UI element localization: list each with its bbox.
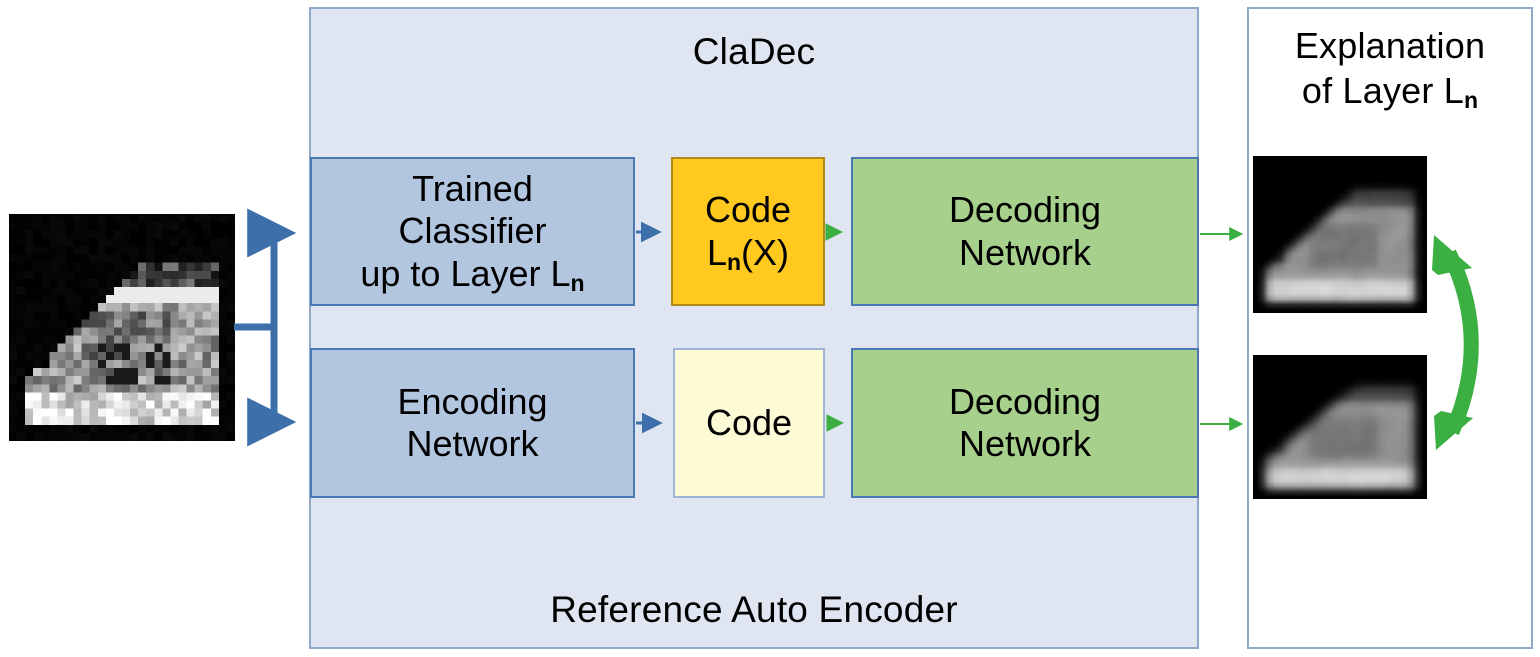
explanation-title-line-1: Explanation <box>1295 25 1485 66</box>
branching-arrow-icon <box>234 233 285 422</box>
explanation-layer-subscript: n <box>1464 87 1478 113</box>
encoding-network-label: Encoding Network <box>397 381 547 466</box>
code-label: Code <box>706 402 792 444</box>
trained-classifier-label: Trained Classifier up to Layer Ln <box>360 168 584 295</box>
code-top-argument: (X) <box>741 232 789 273</box>
code-top-line-1: Code <box>705 189 791 230</box>
explanation-panel-title: Explanation of Layer Ln <box>1249 23 1531 113</box>
code-top-l: L <box>707 232 727 273</box>
decoder-top-line-1: Decoding <box>949 189 1101 230</box>
classifier-line-2: Classifier <box>398 210 546 251</box>
encoder-line-1: Encoding <box>397 381 547 422</box>
decoding-network-top-box[interactable]: Decoding Network <box>851 157 1199 306</box>
classifier-line-1: Trained <box>412 168 533 209</box>
decoder-top-line-2: Network <box>959 232 1091 273</box>
code-box[interactable]: Code <box>673 348 825 498</box>
cladec-panel-title: ClaDec <box>311 31 1197 72</box>
encoding-network-box[interactable]: Encoding Network <box>310 348 635 498</box>
reconstruction-bottom-image <box>1253 355 1427 499</box>
reconstruction-top-image <box>1253 156 1427 313</box>
decoder-bottom-line-1: Decoding <box>949 381 1101 422</box>
classifier-line-3: up to Layer L <box>360 253 570 294</box>
explanation-panel: Explanation of Layer Ln <box>1247 7 1533 649</box>
encoder-line-2: Network <box>406 423 538 464</box>
reference-auto-encoder-caption: Reference Auto Encoder <box>311 589 1197 630</box>
trained-classifier-box[interactable]: Trained Classifier up to Layer Ln <box>310 157 635 306</box>
decoding-network-bottom-box[interactable]: Decoding Network <box>851 348 1199 498</box>
code-top-subscript: n <box>727 249 741 275</box>
code-ln-x-box[interactable]: Code Ln(X) <box>671 157 825 306</box>
classifier-layer-subscript: n <box>571 270 585 296</box>
decoder-bottom-line-2: Network <box>959 423 1091 464</box>
cladec-panel: ClaDec Reference Auto Encoder <box>309 7 1199 649</box>
input-sneaker-image <box>9 214 235 441</box>
explanation-title-line-2: of Layer L <box>1302 70 1464 111</box>
code-ln-x-label: Code Ln(X) <box>705 189 791 274</box>
decoding-network-bottom-label: Decoding Network <box>949 381 1101 466</box>
decoding-network-top-label: Decoding Network <box>949 189 1101 274</box>
